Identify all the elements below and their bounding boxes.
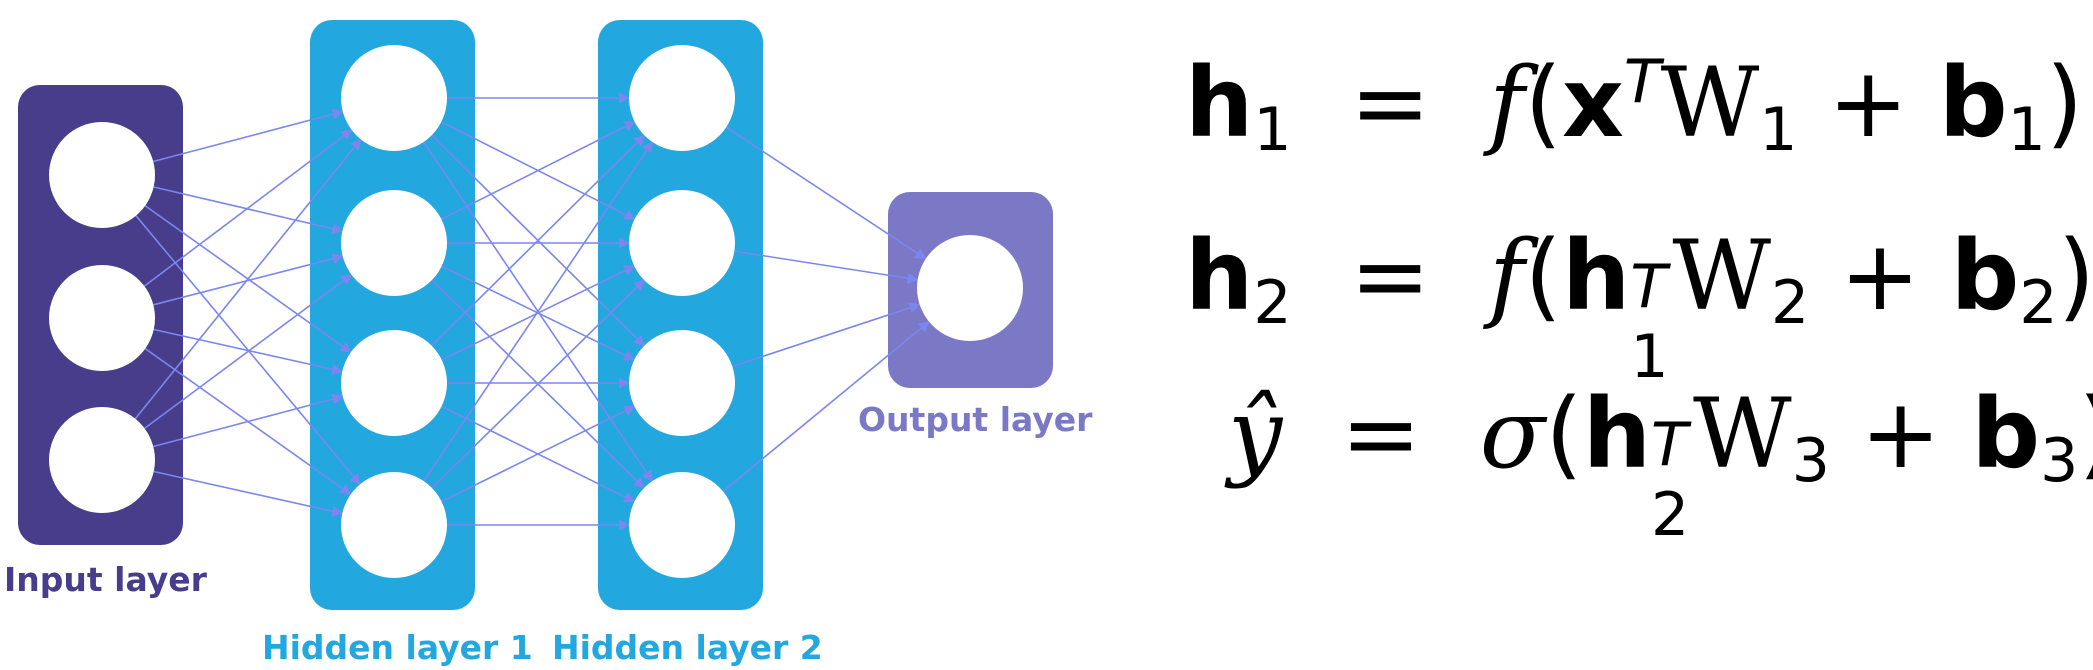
eq3-weight-sub: 3 bbox=[1791, 426, 1830, 496]
eq2-var: h bbox=[1561, 220, 1631, 332]
eq3-bias: b bbox=[1971, 378, 2041, 490]
hidden2-node-4 bbox=[629, 472, 735, 578]
eq1-bias-sub: 1 bbox=[2007, 95, 2046, 165]
eq3-weight: W bbox=[1693, 378, 1792, 490]
eq3-func: σ bbox=[1479, 378, 1546, 490]
eq2-func: f bbox=[1489, 220, 1525, 332]
input-node-1 bbox=[49, 122, 155, 228]
eq2-weight: W bbox=[1672, 220, 1771, 332]
input-layer-label: Input layer bbox=[4, 560, 207, 599]
hidden2-node-1 bbox=[629, 45, 735, 151]
hidden2-node-2 bbox=[629, 190, 735, 296]
edge-hidden1-3-to-hidden2-2 bbox=[441, 265, 636, 361]
edge-input-2-to-hidden1-3 bbox=[153, 328, 344, 375]
eq1-weight-sub: 1 bbox=[1759, 95, 1798, 165]
hidden-layer-1-label: Hidden layer 1 bbox=[262, 628, 533, 667]
eq3-var: h bbox=[1582, 378, 1652, 490]
edge-input-3-to-hidden1-3 bbox=[153, 393, 344, 448]
edge-input-2-to-hidden1-1 bbox=[143, 129, 353, 287]
eq3-var-sub: 2 bbox=[1651, 480, 1690, 550]
edge-hidden1-3-to-hidden2-1 bbox=[431, 134, 646, 347]
eq1-var-sup: T bbox=[1623, 47, 1661, 117]
eq2-lhs-sub: 2 bbox=[1253, 268, 1292, 338]
hidden1-node-2 bbox=[341, 190, 447, 296]
output-layer-label: Output layer bbox=[858, 400, 1093, 439]
edge-hidden1-2-to-hidden2-1 bbox=[440, 121, 636, 220]
eq2-weight-sub: 2 bbox=[1771, 268, 1810, 338]
edge-hidden2-2-to-output-1 bbox=[734, 250, 919, 284]
edge-hidden2-1-to-output-1 bbox=[725, 126, 927, 260]
edge-input-3-to-hidden1-2 bbox=[144, 273, 353, 430]
hidden1-node-4 bbox=[341, 472, 447, 578]
eq1-weight: W bbox=[1660, 47, 1760, 159]
hidden2-node-3 bbox=[629, 330, 735, 436]
edge-input-2-to-hidden1-2 bbox=[153, 253, 344, 306]
eq1-lhs: h bbox=[1185, 47, 1254, 159]
edge-hidden1-4-to-hidden2-3 bbox=[441, 405, 636, 503]
eq1-func: f bbox=[1489, 47, 1525, 159]
output-node-1 bbox=[917, 235, 1023, 341]
edge-input-3-to-hidden1-1 bbox=[134, 138, 362, 420]
edge-hidden2-4-to-output-1 bbox=[722, 320, 930, 492]
edge-hidden1-4-to-hidden2-1 bbox=[422, 141, 654, 482]
eq3-bias-sub: 3 bbox=[2040, 426, 2079, 496]
eq3-lhs: ŷ bbox=[1228, 378, 1283, 490]
edge-hidden2-3-to-output-1 bbox=[732, 302, 921, 368]
edge-input-3-to-hidden1-4 bbox=[153, 470, 344, 517]
eq2-var-sup: T bbox=[1630, 252, 1667, 322]
hidden1-node-3 bbox=[341, 330, 447, 436]
hidden1-node-1 bbox=[341, 45, 447, 151]
equation-h1: h1 = f(xTW1 + b1) bbox=[1185, 47, 2084, 165]
input-node-2 bbox=[49, 265, 155, 371]
edge-input-1-to-hidden1-1 bbox=[153, 108, 344, 163]
eq2-lhs: h bbox=[1185, 220, 1254, 332]
hidden-layer-2-label: Hidden layer 2 bbox=[552, 628, 823, 667]
eq1-bias: b bbox=[1938, 47, 2008, 159]
eq3-var-sup: T bbox=[1651, 410, 1688, 480]
hidden1-layer-box bbox=[310, 20, 475, 610]
eq1-var: x bbox=[1561, 47, 1624, 159]
network-diagram bbox=[18, 20, 1053, 610]
edge-hidden1-4-to-hidden2-2 bbox=[431, 279, 645, 489]
input-node-3 bbox=[49, 407, 155, 513]
eq2-var-sub: 1 bbox=[1630, 322, 1669, 392]
eq1-lhs-sub: 1 bbox=[1253, 95, 1292, 165]
eq2-bias-sub: 2 bbox=[2019, 268, 2058, 338]
eq2-bias: b bbox=[1950, 220, 2020, 332]
